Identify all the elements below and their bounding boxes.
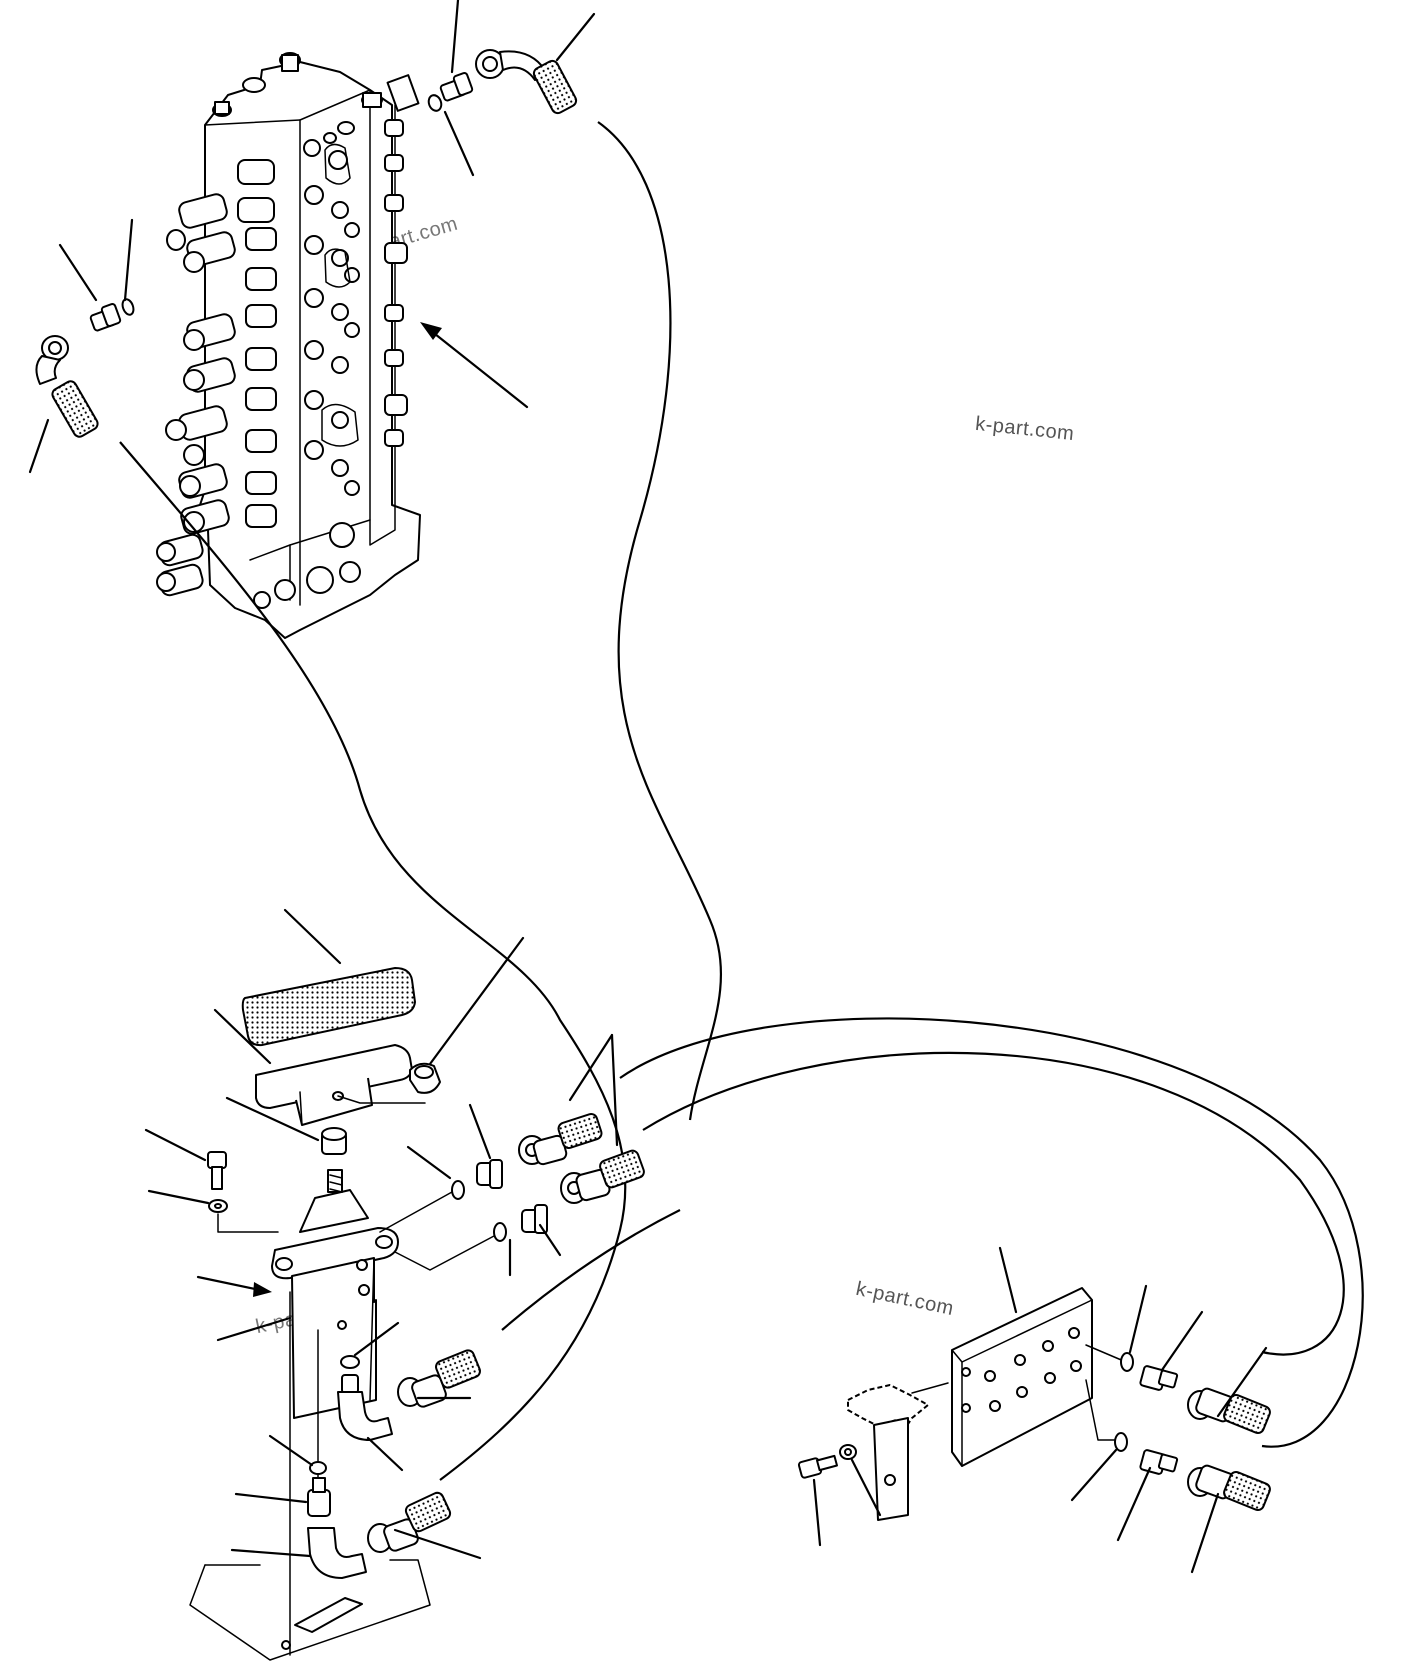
elbow-fitting-lower: [230, 1434, 482, 1579]
elbow-fitting-upper: [337, 1321, 481, 1472]
control-valve-block: [156, 52, 529, 639]
pedal-pad: [241, 908, 417, 1047]
right-adapters: [1116, 1310, 1204, 1542]
junction-block: [911, 1246, 1127, 1467]
pedal-plate: [213, 1008, 426, 1126]
hose-ends-middle: [518, 1033, 645, 1204]
pedal-washer: [147, 1189, 279, 1233]
pedal-nut: [225, 936, 525, 1155]
adapters: [379, 1103, 562, 1277]
pedal-valve: [196, 1169, 399, 1656]
floor-plate: [189, 1559, 431, 1661]
bracket: [797, 1384, 929, 1547]
o-rings: [1070, 1284, 1148, 1502]
top-right-fittings: [427, 0, 596, 177]
pedal-bolt: [144, 1128, 227, 1190]
right-hose-ends: [1187, 1346, 1271, 1574]
hoses: [119, 121, 1364, 1481]
top-left-fittings: [28, 218, 135, 474]
